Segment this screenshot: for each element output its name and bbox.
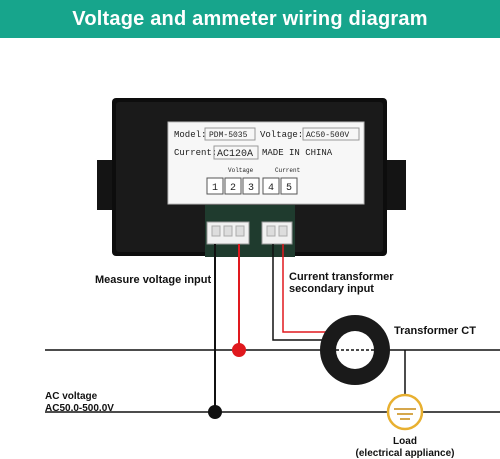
terminal-number: 3 xyxy=(248,183,254,194)
voltage-spec-value: AC50-500V xyxy=(306,131,349,140)
connector-pin xyxy=(211,225,221,237)
ct-hole xyxy=(336,331,374,369)
ct-secondary-label-1: Current transformer xyxy=(289,271,394,283)
current-spec-value: AC120A xyxy=(217,149,253,160)
connector-pin xyxy=(235,225,245,237)
terminal-number: 2 xyxy=(230,183,236,194)
voltage-spec-field xyxy=(302,127,360,141)
model-label: Model: xyxy=(174,130,206,140)
terminal-box xyxy=(280,177,298,195)
current-spec-label: Current: xyxy=(174,148,217,158)
page-title: Voltage and ammeter wiring diagram xyxy=(72,7,428,30)
terminal-block: 1 2 3 4 5 xyxy=(206,177,298,195)
transformer-ct-label: Transformer CT xyxy=(394,325,476,337)
terminal-box xyxy=(262,177,280,195)
model-field xyxy=(204,127,256,141)
ac-voltage-label-1: AC voltage xyxy=(45,391,98,402)
made-in-china: MADE IN CHINA xyxy=(262,148,333,158)
ct-secondary-wire-red xyxy=(282,244,333,333)
current-group-label: Current xyxy=(275,167,300,174)
terminal-number: 4 xyxy=(268,183,274,194)
terminal-box xyxy=(206,177,224,195)
connector-pin xyxy=(223,225,233,237)
terminal-number: 1 xyxy=(212,183,218,194)
model-value: PDM-5035 xyxy=(209,131,248,140)
terminal-number: 5 xyxy=(286,183,292,194)
ct-secondary-label-2: secondary input xyxy=(289,283,374,295)
connector-pin xyxy=(266,225,276,237)
terminal-box xyxy=(242,177,260,195)
title-banner: Voltage and ammeter wiring diagram xyxy=(0,0,500,38)
live-junction-dot xyxy=(232,343,246,357)
transformer-ct xyxy=(320,315,390,385)
load-label-2: (electrical appliance) xyxy=(356,448,455,459)
load-ring xyxy=(386,393,424,431)
terminal-box xyxy=(224,177,242,195)
neutral-junction-dot xyxy=(208,405,222,419)
voltage-group-label: Voltage xyxy=(228,167,254,174)
measure-voltage-input-label: Measure voltage input xyxy=(95,274,211,286)
connector-pin xyxy=(278,225,288,237)
load-icon xyxy=(386,393,424,431)
ac-voltage-label-2: AC50.0-500.0V xyxy=(45,403,114,414)
voltage-spec-label: Voltage: xyxy=(260,130,303,140)
load-label-1: Load xyxy=(393,436,417,447)
ct-secondary-wire-black xyxy=(272,244,333,341)
current-spec-field xyxy=(213,145,259,160)
